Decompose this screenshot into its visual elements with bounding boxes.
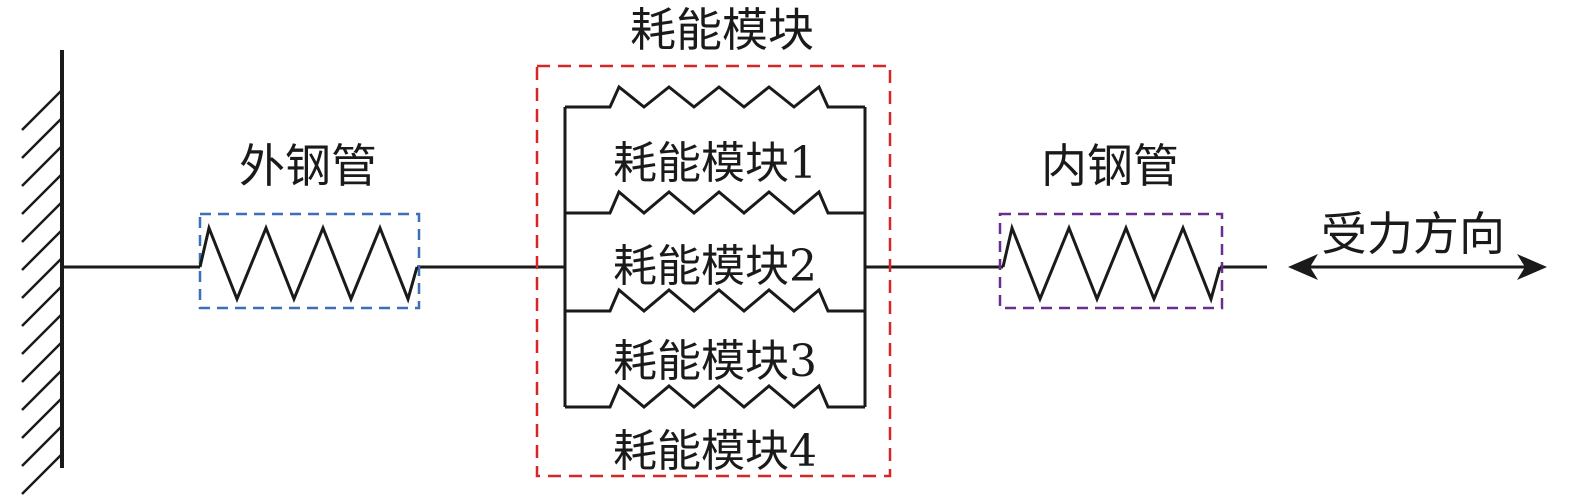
wall-hatch-line: [21, 89, 63, 131]
wall-hatch-line: [21, 313, 63, 355]
wall-hatch-line: [21, 369, 63, 411]
fixed-support-icon: [21, 50, 64, 495]
wall-hatch-line: [21, 229, 63, 271]
module-1-spring: [565, 84, 865, 109]
wall-hatch-line: [21, 341, 63, 383]
wall-hatch-line: [21, 453, 63, 495]
module-3-label: 耗能模块3: [613, 336, 817, 387]
wall-hatch-line: [21, 425, 63, 467]
module-2-spring: [565, 189, 865, 215]
inner-tube-spring: [998, 212, 1224, 310]
wall-hatch-line: [21, 117, 63, 159]
module-group-label: 耗能模块: [630, 3, 814, 57]
outer-tube-label: 外钢管: [239, 139, 377, 193]
outer-tube-spring: [198, 212, 421, 310]
module-group-box: [535, 64, 892, 478]
double-arrow-icon: [1288, 254, 1547, 280]
wall-hatch-line: [21, 145, 63, 187]
module-3-spring: [565, 287, 865, 313]
inner-tube-box: [998, 212, 1224, 310]
wall-hatch-line: [21, 173, 63, 215]
force-direction-label: 受力方向: [1321, 207, 1505, 261]
wall-hatch-line: [21, 285, 63, 327]
module-4-spring: [565, 383, 865, 409]
module-2-label: 耗能模块2: [613, 241, 817, 292]
wall-hatch-line: [21, 397, 63, 439]
wall-hatch-line: [21, 257, 63, 299]
wall-hatch-line: [21, 201, 63, 243]
inner-tube-label: 内钢管: [1041, 139, 1179, 193]
module-4-label: 耗能模块4: [613, 426, 817, 477]
module-1-label: 耗能模块1: [613, 138, 817, 189]
